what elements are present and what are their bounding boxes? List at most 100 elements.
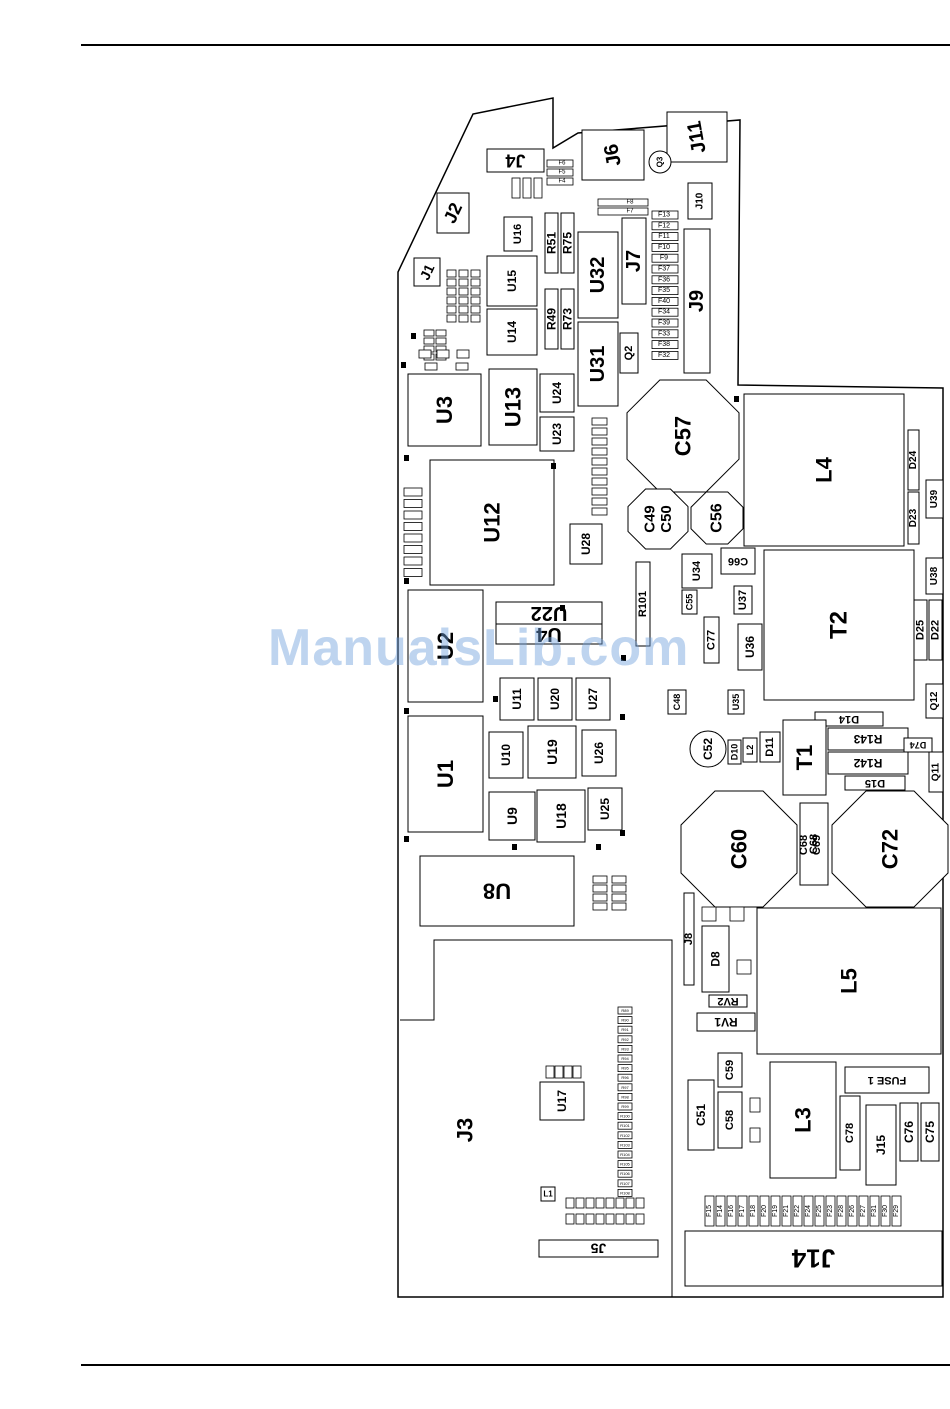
component-d15 (844, 775, 906, 791)
via-pad (551, 463, 556, 469)
smd-part (565, 1213, 575, 1225)
label-u1: U1 (433, 760, 458, 788)
smd-part (455, 362, 469, 371)
component-j1 (413, 257, 441, 287)
fuse-f28: F28 (838, 1205, 845, 1217)
resistor-r106: R106 (620, 1171, 630, 1176)
smd-part (651, 329, 679, 339)
component-u24 (539, 373, 575, 413)
smd-part (403, 522, 423, 531)
fuse-f6: F6 (558, 161, 566, 167)
label-j9: J9 (686, 290, 708, 312)
label-r75: R75 (561, 232, 575, 254)
smd-part (615, 1213, 625, 1225)
smd-part (617, 1179, 633, 1188)
component-u12 (429, 459, 555, 586)
smd-part (617, 1006, 633, 1015)
component-u32 (577, 231, 619, 319)
label-c78: C78 (844, 1123, 856, 1143)
component-q3 (648, 150, 672, 174)
label-d24: D24 (908, 450, 919, 469)
smd-part (403, 545, 423, 554)
smd-part (591, 497, 608, 506)
smd-part (592, 893, 608, 902)
label-j14: J14 (791, 1244, 835, 1274)
smd-part (611, 902, 627, 911)
component-u8 (419, 855, 575, 927)
label-c75: C75 (923, 1121, 937, 1143)
label-r49: R49 (545, 308, 559, 330)
component-j8 (683, 892, 695, 986)
component-c59 (717, 1052, 743, 1088)
fuse-f4: F4 (558, 179, 566, 185)
smd-part (436, 349, 450, 359)
label-u15: U15 (505, 270, 519, 292)
component-j6 (581, 129, 645, 181)
fuse-f39: F39 (658, 320, 670, 327)
smd-part (470, 287, 481, 296)
component-u16 (503, 216, 533, 252)
fuse-f26: F26 (849, 1205, 856, 1217)
smd-part (635, 1213, 645, 1225)
smd-part (617, 1112, 633, 1120)
fuse-f35: F35 (658, 287, 670, 294)
resistor-r100: R100 (620, 1114, 630, 1119)
smd-part (545, 1065, 555, 1079)
via-pad (401, 362, 406, 368)
smd-part (617, 1054, 633, 1063)
smd-part (617, 1035, 633, 1044)
smd-part (592, 884, 608, 893)
resistor-r102: R102 (620, 1133, 630, 1138)
smd-part (546, 159, 574, 168)
component-u17 (539, 1081, 585, 1121)
via-pad (404, 836, 409, 842)
smd-part (635, 1197, 645, 1209)
label-rv2: RV2 (717, 995, 738, 1007)
smd-part (470, 296, 481, 305)
label-c50: C50 (658, 505, 675, 533)
fuse-f32: F32 (658, 352, 670, 359)
fuse-f33: F33 (658, 330, 670, 337)
bottom-rule (81, 1364, 950, 1366)
smd-part (403, 556, 423, 566)
fuse-f38: F38 (658, 341, 670, 348)
smd-part (403, 487, 423, 497)
label-u8: U8 (483, 879, 511, 904)
component-d23 (907, 491, 920, 545)
fuse-f21: F21 (783, 1205, 790, 1217)
component-l4 (743, 393, 905, 547)
label-c76: C76 (902, 1121, 916, 1143)
label-q3: Q3 (656, 156, 665, 167)
resistor-r93: R93 (621, 1046, 629, 1051)
component-u35 (727, 689, 745, 715)
smd-part (446, 314, 457, 323)
smd-part (611, 893, 627, 902)
label-d25: D25 (915, 620, 927, 640)
label-j6: J6 (600, 142, 626, 168)
label-l2: L2 (745, 745, 755, 756)
fuse-f23: F23 (827, 1205, 834, 1217)
label-u13: U13 (501, 387, 526, 427)
component-j10 (687, 182, 713, 220)
label-u24: U24 (550, 382, 564, 404)
component-fuse1 (844, 1066, 930, 1094)
label-l5: L5 (837, 968, 862, 994)
resistor-r104: R104 (620, 1152, 630, 1157)
smd-part (592, 875, 608, 884)
smd-part (611, 884, 627, 893)
smd-part (729, 906, 745, 922)
component-u4 (495, 623, 603, 645)
resistor-r103: R103 (620, 1142, 630, 1147)
label-u10: U10 (499, 744, 513, 766)
component-j9 (683, 228, 711, 374)
smd-part (651, 232, 679, 242)
connector-j3-outline (400, 939, 673, 1297)
component-r75 (560, 212, 575, 274)
label-c56: C56 (709, 503, 726, 532)
via-pad (512, 844, 517, 850)
label-u36: U36 (743, 636, 757, 658)
smd-part (546, 177, 574, 186)
component-u2 (407, 589, 484, 703)
smd-part (554, 1065, 564, 1079)
